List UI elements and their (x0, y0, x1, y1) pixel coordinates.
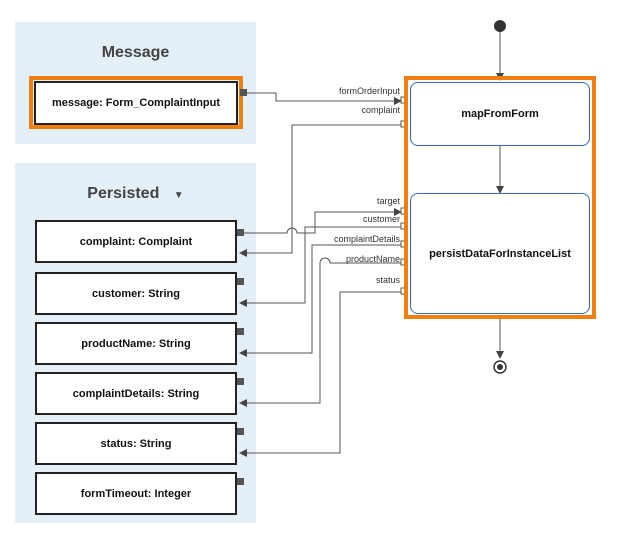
persisted-item-complaint[interactable]: complaint: Complaint (35, 220, 237, 263)
persisted-item-port[interactable] (237, 328, 244, 335)
caret-down-icon[interactable]: ▼ (173, 190, 184, 201)
persisted-item-customer[interactable]: customer: String (35, 272, 237, 315)
message-item-port[interactable] (240, 89, 247, 96)
persisted-item-port[interactable] (237, 229, 244, 236)
start-node (494, 20, 506, 32)
actions-selection (404, 76, 596, 319)
pin-label-complaint: complaint (361, 105, 400, 115)
persisted-item-label: complaint: Complaint (79, 235, 193, 248)
message-item-label: message: Form_ComplaintInput (51, 97, 221, 109)
persisted-item-port[interactable] (237, 428, 244, 435)
action-label: persistDataForInstanceList (429, 247, 571, 260)
pin-label-productname: productName (345, 254, 400, 264)
persisted-item-label: status: String (100, 437, 172, 450)
wire-formorderinput (247, 92, 402, 105)
persisted-item-formtimeout[interactable]: formTimeout: Integer (35, 472, 237, 515)
wire-complaintdetails (239, 244, 402, 357)
pin-label-customer: customer (362, 214, 400, 224)
wire-target (244, 208, 402, 234)
persisted-item-label: customer: String (91, 287, 180, 300)
action-persistdata[interactable]: persistDataForInstanceList (410, 193, 590, 314)
action-label: mapFromForm (461, 108, 539, 120)
persisted-item-port[interactable] (237, 478, 244, 485)
pin-label-formorderinput: formOrderInput (338, 86, 400, 96)
pin-label-complaintdetails: complaintDetails (333, 234, 400, 244)
persisted-item-status[interactable]: status: String (35, 422, 237, 465)
persisted-item-productname[interactable]: productName: String (35, 322, 237, 365)
persisted-panel-title[interactable]: Persisted ▼ (87, 185, 184, 202)
wire-status (239, 291, 402, 457)
persisted-item-port[interactable] (237, 378, 244, 385)
wire-customer (239, 226, 402, 307)
wire-complaint-out (239, 124, 402, 257)
message-panel-title: Message (101, 44, 170, 61)
persisted-item-label: complaintDetails: String (72, 387, 200, 400)
persisted-item-label: formTimeout: Integer (80, 487, 192, 500)
action-mapfromform[interactable]: mapFromForm (410, 82, 590, 146)
persisted-item-complaintdetails[interactable]: complaintDetails: String (35, 372, 237, 415)
pin-label-status: status (375, 275, 400, 285)
pin-label-target: target (376, 196, 400, 206)
message-item-selection (29, 76, 243, 129)
persisted-item-port[interactable] (237, 278, 244, 285)
persisted-item-label: productName: String (81, 337, 191, 350)
wire-productname (239, 257, 402, 407)
message-item[interactable]: message: Form_ComplaintInput (34, 81, 238, 125)
